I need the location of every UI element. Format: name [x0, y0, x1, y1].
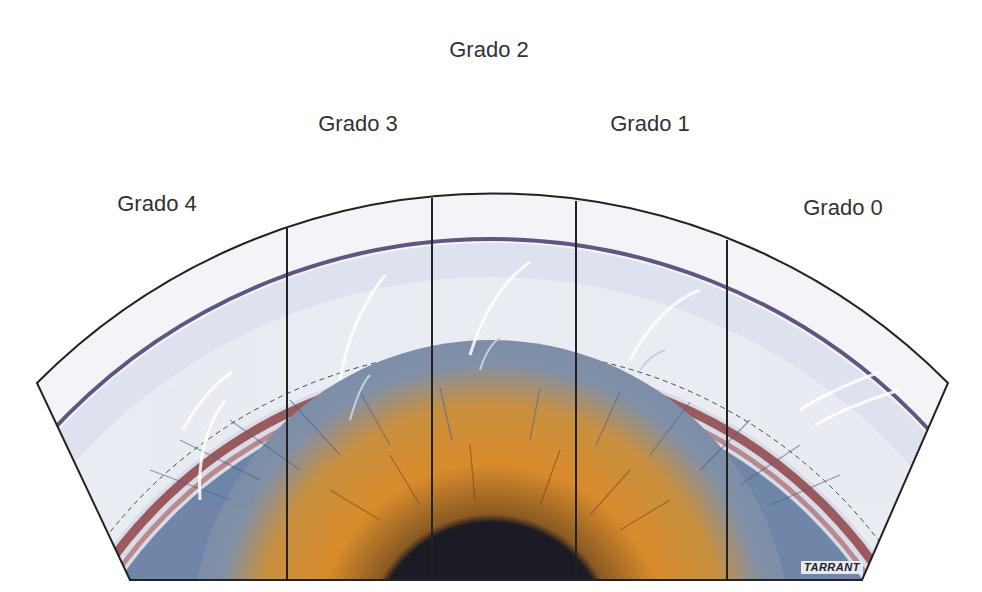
artist-signature: TARRANT — [801, 561, 863, 574]
grade-label: Grado 2 — [449, 32, 529, 68]
grade-label: Grado 1 — [610, 106, 690, 142]
grade-label: Grado 0 — [803, 190, 883, 226]
grade-label: Grado 3 — [318, 106, 398, 142]
grade-label: Grado 4 — [117, 186, 197, 222]
